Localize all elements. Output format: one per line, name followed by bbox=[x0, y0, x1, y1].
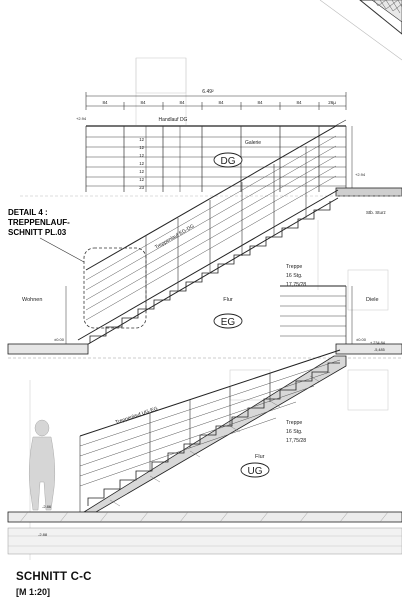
label-handlauf-dg: Handlauf DG bbox=[159, 117, 188, 123]
detail-4-label: DETAIL 4 : TREPPENLAUF- SCHNITT PL.03 bbox=[8, 208, 70, 237]
label-flur-eg: Flur bbox=[223, 297, 233, 303]
label-steigung-2: 17,75/28 bbox=[286, 438, 306, 444]
label-treppe-2: Treppe bbox=[286, 420, 302, 426]
lower-flight: Treppenlauf UG-EG bbox=[79, 349, 347, 513]
detail-4-frame bbox=[83, 247, 147, 329]
label-stg: 16 Stg. bbox=[286, 273, 302, 279]
dim-vert: 12 bbox=[139, 145, 144, 150]
dim-part: 84 bbox=[140, 100, 146, 105]
dim-part: 84 bbox=[296, 100, 302, 105]
label-flur-ug: Flur bbox=[255, 454, 265, 460]
dim-vert: 12 bbox=[139, 169, 144, 174]
elev-eg-left: ±0.00 bbox=[54, 337, 65, 342]
dim-part: 84 bbox=[257, 100, 263, 105]
level-eg-text: EG bbox=[221, 317, 236, 328]
eg-landing-railing bbox=[65, 285, 353, 345]
dim-vert: 12 bbox=[139, 153, 144, 158]
drawing-scale: [M 1:20] bbox=[16, 587, 51, 597]
label-galerie: Galerie bbox=[245, 140, 261, 146]
human-silhouette bbox=[28, 419, 56, 511]
label-treppenlauf-ug-eg: Treppenlauf UG-EG bbox=[115, 406, 159, 426]
elev-eg-mark2: -5,485 bbox=[374, 348, 385, 352]
elev-ug-left: -2.88 bbox=[38, 532, 48, 537]
dg-gallery-railing: Handlauf DG Galerie bbox=[85, 117, 347, 192]
ug-floor: -2.86 -2.88 bbox=[7, 504, 402, 555]
level-marker-eg: EG bbox=[213, 313, 243, 329]
detail-line-2: TREPPENLAUF- bbox=[8, 218, 70, 227]
level-dg-text: DG bbox=[221, 156, 236, 167]
dim-part: 84 bbox=[102, 100, 108, 105]
dim-vert: 12 bbox=[139, 137, 144, 142]
level-marker-ug: UG bbox=[240, 462, 270, 478]
dim-part: 84 bbox=[218, 100, 224, 105]
top-dimension-chain: 6.49² 84 84 84 84 84 84 26µ bbox=[85, 89, 347, 110]
label-treppe: Treppe bbox=[286, 264, 302, 270]
upper-flight: Treppenlauf EG-DG bbox=[77, 125, 339, 351]
dim-vert: 23 bbox=[139, 185, 144, 190]
label-diele: Diele bbox=[366, 297, 379, 303]
elev-dg-left: +2.94 bbox=[76, 116, 87, 121]
label-stg-2: 16 Stg. bbox=[286, 429, 302, 435]
label-wohnen: Wohnen bbox=[22, 297, 42, 303]
dim-total: 6.49² bbox=[202, 89, 214, 95]
level-ug-text: UG bbox=[248, 466, 263, 477]
detail-line-3: SCHNITT PL.03 bbox=[8, 228, 67, 237]
eg-slab: ±0.00 ±0.00 + 234,84 -5,485 bbox=[7, 337, 402, 359]
dim-part: 26µ bbox=[328, 100, 336, 105]
label-steigung: 17,75/28 bbox=[286, 282, 306, 288]
drawing-title: SCHNITT C-C bbox=[16, 571, 92, 583]
elev-eg-right: ±0.00 bbox=[356, 337, 367, 342]
detail-line-1: DETAIL 4 : bbox=[8, 208, 48, 217]
level-marker-dg: DG bbox=[213, 152, 243, 168]
roof-hatch bbox=[319, 0, 402, 61]
dg-vertical-dims: 12 12 12 12 12 12 23 bbox=[139, 126, 353, 192]
elev-ug-floor: -2.86 bbox=[42, 504, 52, 509]
dim-vert: 12 bbox=[139, 161, 144, 166]
dim-vert: 12 bbox=[139, 177, 144, 182]
dg-slab: Stb. Sturz +2.94 +2.94 bbox=[20, 116, 402, 215]
dim-part: 84 bbox=[179, 100, 185, 105]
detail-leader bbox=[39, 237, 85, 263]
elev-dg-right: +2.94 bbox=[355, 172, 366, 177]
elev-eg-mark: + 234,84 bbox=[370, 341, 385, 345]
label-stb-sturz: Stb. Sturz bbox=[366, 210, 387, 215]
